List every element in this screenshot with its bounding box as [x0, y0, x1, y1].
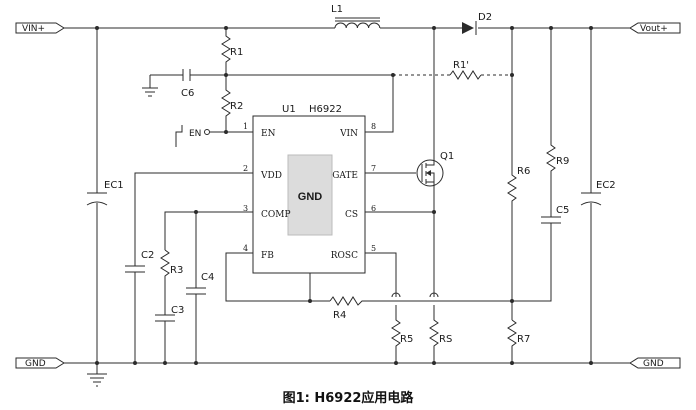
label-d2: D2	[478, 12, 492, 23]
vin-port: VIN+	[15, 22, 65, 34]
comp-wire	[164, 211, 253, 250]
vin-port-label: VIN+	[22, 24, 45, 34]
pin-num-5: 5	[371, 244, 376, 253]
label-r1-prime: R1'	[453, 60, 469, 71]
label-r3: R3	[170, 265, 183, 276]
figure-caption: 图1: H6922应用电路	[283, 390, 415, 406]
fb-wire	[225, 252, 330, 302]
pin-name-vin: VIN	[339, 129, 358, 139]
rosc-wire	[365, 252, 397, 297]
ground-symbol-c6	[142, 75, 158, 97]
vdd-wire	[134, 172, 253, 266]
capacitor-c6: C6	[181, 69, 194, 99]
label-c6: C6	[181, 88, 194, 99]
gnd-port-left: GND	[15, 357, 65, 369]
pin-num-7: 7	[371, 164, 376, 173]
gnd-port-right: GND	[629, 357, 681, 369]
mosfet-q1: Q1	[416, 151, 454, 187]
pin-name-en: EN	[261, 129, 276, 139]
label-r2: R2	[230, 101, 243, 112]
resistor-r1: R1	[221, 28, 243, 75]
pin-num-3: 3	[243, 204, 248, 213]
pin-name-comp: COMP	[261, 210, 291, 220]
gnd-port-right-label: GND	[643, 359, 664, 369]
ic-part: H6922	[309, 104, 342, 115]
capacitor-ec1: EC1	[86, 28, 124, 363]
pin-name-rosc: ROSC	[331, 251, 358, 261]
hop-rs	[429, 292, 439, 298]
resistor-r2: R2	[221, 75, 243, 132]
label-ec1: EC1	[104, 180, 124, 191]
pin-num-1: 1	[243, 122, 248, 131]
en-input-label: EN	[189, 129, 201, 139]
en-input: EN	[175, 125, 226, 147]
resistor-r1-prime: R1'	[393, 60, 512, 80]
resistor-r6: R6	[507, 28, 530, 320]
pin-name-cs: CS	[345, 210, 358, 220]
resistor-r5: R5	[391, 305, 413, 363]
resistor-r9: R9	[546, 28, 569, 217]
capacitor-c4: C4	[186, 212, 214, 363]
resistor-r3: R3	[160, 249, 183, 315]
vout-port-label: Vout+	[640, 24, 668, 34]
pin-num-4: 4	[243, 244, 248, 253]
label-r9: R9	[556, 156, 569, 167]
resistor-r4: R4	[329, 223, 552, 321]
pin-num-2: 2	[243, 164, 248, 173]
label-c3: C3	[171, 305, 184, 316]
pin-num-6: 6	[371, 204, 376, 213]
ground-symbol-main	[87, 363, 107, 387]
vin-pin-wire	[365, 75, 394, 133]
label-r6: R6	[517, 166, 530, 177]
pin-name-vdd: VDD	[260, 171, 282, 181]
label-q1: Q1	[440, 151, 454, 162]
ic-ref: U1	[282, 104, 296, 115]
pin-name-fb: FB	[261, 251, 274, 261]
label-c5: C5	[556, 205, 569, 216]
resistor-r7: R7	[507, 319, 530, 363]
label-c4: C4	[201, 272, 214, 283]
label-r5: R5	[400, 334, 413, 345]
hop-r5	[391, 292, 401, 298]
capacitor-ec2: EC2	[580, 28, 616, 363]
vout-port: Vout+	[629, 22, 681, 34]
label-r7: R7	[517, 334, 530, 345]
resistor-rs: RS	[429, 305, 452, 363]
inductor-l1: L1	[331, 4, 381, 29]
pin-name-gate: GATE	[332, 171, 358, 181]
label-ec2: EC2	[596, 180, 616, 191]
ic-center-label: GND	[298, 191, 323, 203]
capacitor-c3: C3	[155, 305, 184, 363]
label-r4: R4	[333, 310, 346, 321]
label-r1: R1	[230, 47, 243, 58]
label-c2: C2	[141, 250, 154, 261]
gnd-port-left-label: GND	[25, 359, 46, 369]
capacitor-c2: C2	[125, 250, 154, 363]
label-l1: L1	[331, 4, 343, 15]
label-rs: RS	[439, 334, 452, 345]
capacitor-c5: C5	[541, 205, 569, 224]
pin-num-8: 8	[371, 122, 376, 131]
ic-u1: GND U1 H6922 EN VDD COMP FB VIN GATE CS …	[243, 104, 376, 274]
diode-d2: D2	[462, 12, 492, 35]
gnd-pad	[287, 154, 333, 236]
